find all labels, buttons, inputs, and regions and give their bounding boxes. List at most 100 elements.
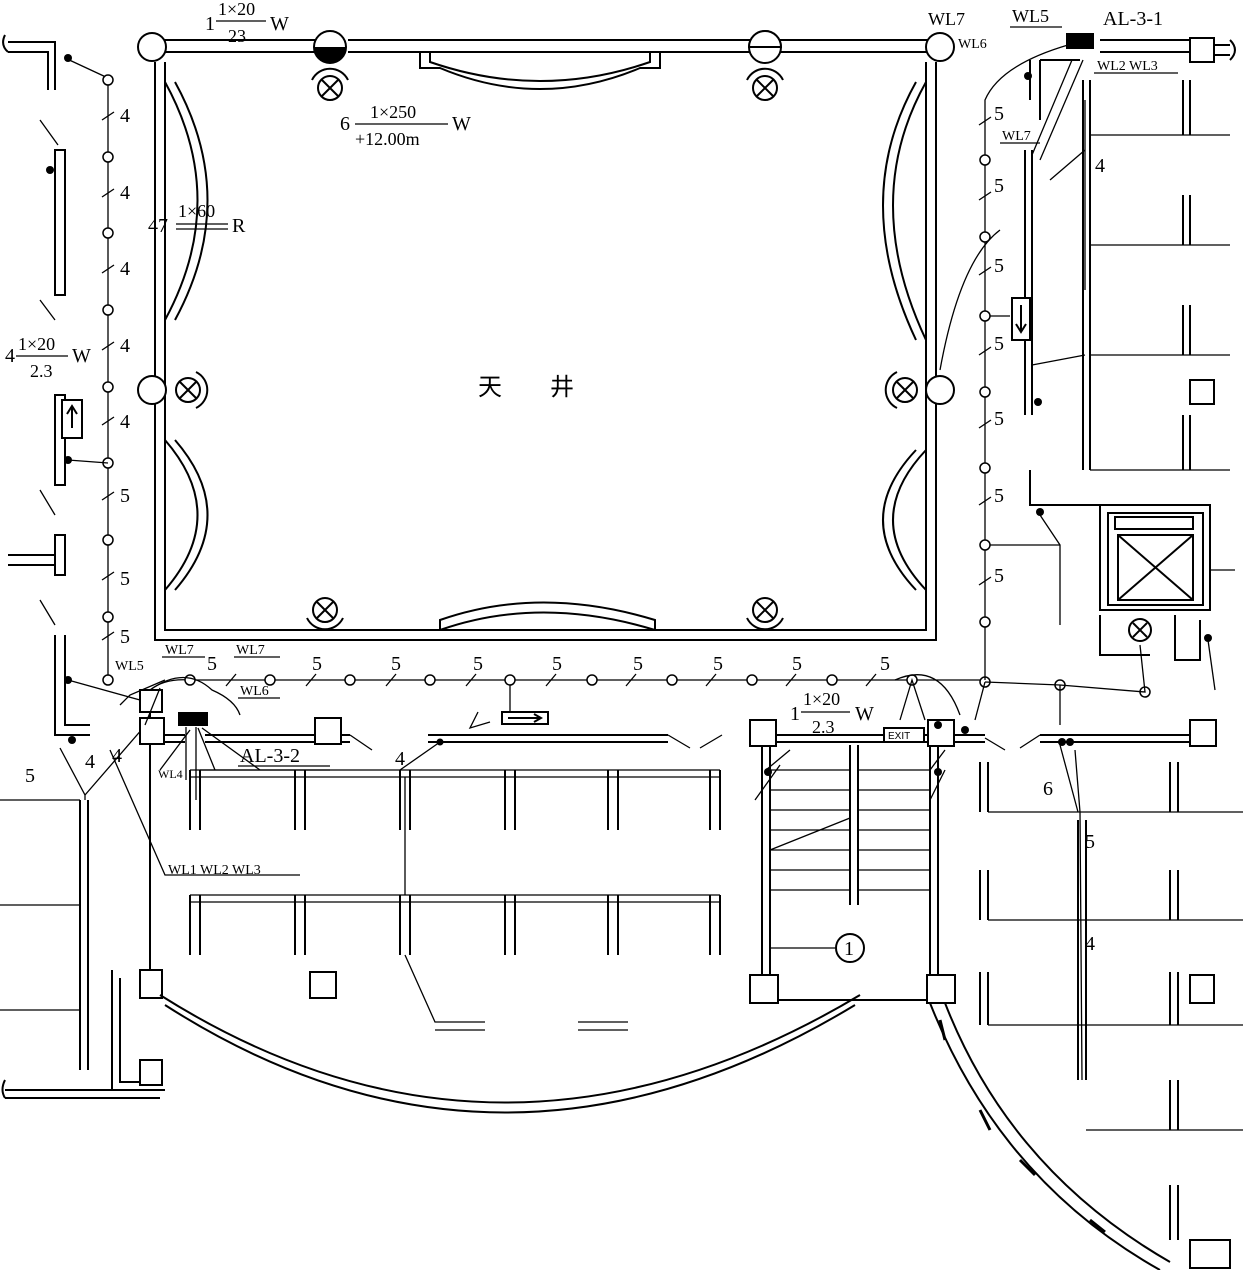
floodlight-icon (311, 67, 349, 101)
circuit-label: WL4 (158, 767, 183, 781)
floodlight-icon (746, 597, 784, 631)
circuit-label: WL7 (1002, 129, 1031, 144)
wire-count: 5 (994, 175, 1004, 197)
atrium-label: 天 井 (478, 374, 574, 401)
floodlight-icon (306, 597, 344, 631)
wire-count: 5 (1085, 831, 1095, 853)
stair-marker-label: 1 (844, 938, 854, 960)
svg-text:4: 4 (5, 345, 15, 367)
floodlight-group (175, 67, 1152, 642)
atrium-outline (154, 39, 937, 641)
wire-count: 4 (112, 745, 122, 767)
wire-count: 5 (792, 653, 802, 675)
wire-count: 6 (1043, 778, 1053, 800)
arrow-down-icon (1015, 305, 1027, 334)
circuit-label: WL6 (240, 684, 269, 699)
right-wing-walls (979, 37, 1243, 1269)
wire-count: 5 (994, 565, 1004, 587)
svg-text:R: R (232, 215, 246, 237)
wire-count: 5 (25, 765, 35, 787)
floodlight-icon (884, 371, 918, 409)
wire-count: 5 (994, 333, 1004, 355)
svg-text:2.3: 2.3 (30, 361, 53, 381)
panel-al32-icon (178, 712, 208, 726)
wire-count: 4 (120, 335, 130, 357)
panel-al31-label: AL-3-1 (1103, 8, 1163, 30)
wire-count: 5 (880, 653, 890, 675)
wire-count: 5 (994, 255, 1004, 277)
wire-count: 5 (207, 653, 217, 675)
fixture-label-top-left: 1 1×20 23 W (205, 0, 289, 46)
circuit-label: WL5 (1012, 6, 1049, 26)
atrium-corner-lamps (137, 30, 955, 405)
corner-lamp-icon (137, 32, 167, 62)
circuit-label: WL7 (236, 643, 265, 658)
wire-count: 4 (85, 751, 95, 773)
corridor-lighting-run (109, 673, 1217, 876)
circuit-label: WL5 (115, 659, 144, 674)
left-lighting-run (46, 54, 151, 800)
svg-text:1: 1 (790, 703, 800, 725)
floodlight-icon (1128, 618, 1152, 642)
svg-text:1×20: 1×20 (218, 0, 255, 19)
left-wire-counts: 4 4 4 4 4 5 5 5 (120, 105, 130, 648)
exit-sign-label: EXIT (888, 731, 910, 742)
left-wing-walls (0, 34, 861, 1114)
wire-count: 5 (120, 568, 130, 590)
lower-offices (189, 711, 721, 1031)
wire-count: 5 (713, 653, 723, 675)
fixture-label-floodlight: 6 1×250 +12.00m W (340, 102, 471, 149)
circuit-label: WL2 WL3 (1097, 59, 1158, 74)
svg-text:47: 47 (148, 215, 168, 237)
wire-count: 5 (473, 653, 483, 675)
right-lighting-run (939, 44, 1216, 1081)
circuit-label: WL7 (165, 643, 194, 658)
fixture-label-ring: 47 1×60 R (148, 201, 246, 237)
svg-text:+12.00m: +12.00m (355, 129, 420, 149)
svg-text:W: W (452, 113, 471, 135)
svg-text:1×60: 1×60 (178, 201, 215, 221)
svg-text:2.3: 2.3 (812, 717, 835, 737)
circuit-label: WL6 (958, 37, 987, 52)
panel-al32-label: AL-3-2 (240, 745, 300, 767)
arrow-right-icon (508, 713, 544, 723)
svg-text:W: W (855, 703, 874, 725)
fixture-label-left-wall: 4 1×20 2.3 W (5, 334, 91, 381)
svg-text:1×20: 1×20 (803, 689, 840, 709)
svg-text:1×250: 1×250 (370, 102, 416, 122)
floodlight-icon (746, 67, 784, 101)
wire-count: 5 (120, 626, 130, 648)
staircase: 1 EXIT (749, 674, 1171, 1270)
circuit-label: WL7 (928, 9, 965, 29)
svg-text:W: W (72, 345, 91, 367)
wall-lamp-icon (925, 375, 955, 405)
fixture-label-stair: 1 1×20 2.3 W (790, 689, 874, 737)
wire-count: 5 (312, 653, 322, 675)
wire-count: 4 (120, 182, 130, 204)
circuit-label: WL1 WL2 WL3 (168, 863, 261, 878)
floodlight-icon (175, 371, 209, 409)
wire-count: 5 (633, 653, 643, 675)
wall-lamp-icon (137, 375, 167, 405)
wire-count: 5 (120, 485, 130, 507)
wire-count: 4 (1085, 933, 1095, 955)
svg-text:23: 23 (228, 26, 246, 46)
wire-count: 5 (994, 485, 1004, 507)
wire-count: 5 (994, 408, 1004, 430)
svg-text:W: W (270, 13, 289, 35)
lower-wire-counts: 5 4 4 4 6 5 4 (25, 745, 1095, 955)
svg-text:6: 6 (340, 113, 350, 135)
svg-text:1: 1 (205, 13, 215, 35)
panel-al31-icon (1066, 33, 1094, 49)
corner-lamp-icon (925, 32, 955, 62)
wire-count: 4 (120, 258, 130, 280)
wire-count: 5 (391, 653, 401, 675)
svg-text:1×20: 1×20 (18, 334, 55, 354)
right-wire-counts: 5 5 5 5 5 5 5 4 (994, 103, 1105, 587)
wire-count: 4 (120, 105, 130, 127)
exit-sign-box (883, 727, 925, 743)
wire-count: 4 (395, 748, 405, 770)
wire-count: 4 (120, 411, 130, 433)
arrow-up-icon (66, 404, 78, 428)
wire-count: 5 (552, 653, 562, 675)
